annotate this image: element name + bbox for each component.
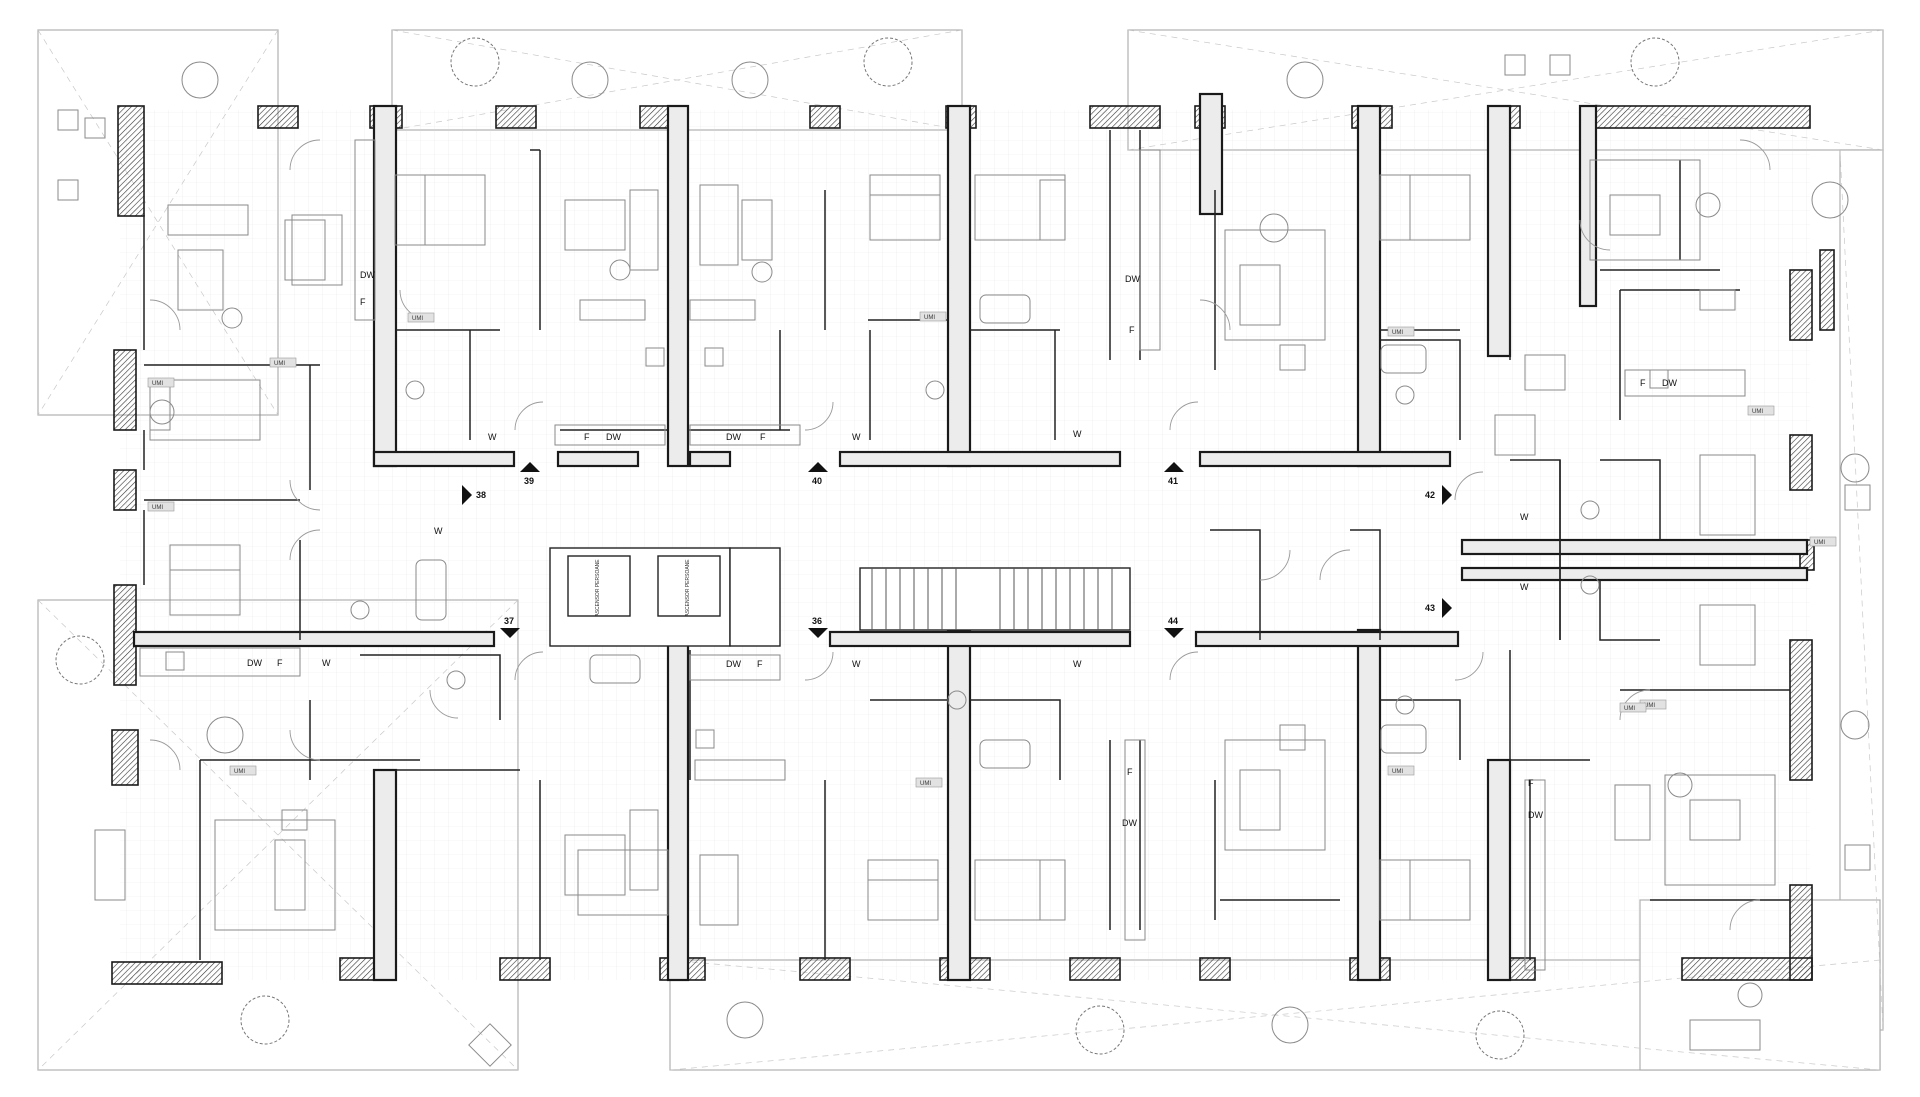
dishwasher-label: DW	[726, 659, 741, 669]
structural-walls	[132, 92, 1809, 982]
washer-label: W	[322, 658, 331, 668]
dishwasher-label: DW	[726, 432, 741, 442]
elevator-label: ASCENSOR PERSOANE	[685, 559, 691, 617]
entrance-label-41: 41	[1168, 476, 1178, 486]
furniture	[57, 54, 1871, 1067]
utility-label: UMI	[924, 315, 935, 321]
doors	[149, 139, 1771, 931]
fridge-label: F	[1129, 325, 1135, 335]
staircase	[859, 567, 1131, 631]
utility-label: UMI	[1392, 769, 1403, 775]
utility-label: UMI	[1644, 703, 1655, 709]
appliance-labels: DW F F DW DW F W W W DW F F DW W W W DW …	[247, 270, 1677, 828]
washer-label: W	[1073, 659, 1082, 669]
entrance-label-40: 40	[812, 476, 822, 486]
entrance-label-43: 43	[1425, 603, 1435, 613]
elevators: ASCENSOR PERSOANE ASCENSOR PERSOANE	[567, 555, 721, 617]
dishwasher-label: DW	[1122, 818, 1137, 828]
fridge-label: F	[757, 659, 763, 669]
dishwasher-label: DW	[360, 270, 375, 280]
fridge-label: F	[360, 297, 366, 307]
washer-label: W	[1520, 512, 1529, 522]
utility-label: UMI	[152, 505, 163, 511]
washer-label: W	[1520, 582, 1529, 592]
entrance-label-38: 38	[476, 490, 486, 500]
fridge-label: F	[760, 432, 766, 442]
utility-label: UMI	[1814, 540, 1825, 546]
dishwasher-label: DW	[247, 658, 262, 668]
utility-label: UMI	[152, 381, 163, 387]
utility-label: UMI	[1752, 409, 1763, 415]
dishwasher-label: DW	[1125, 274, 1140, 284]
entrance-label-44: 44	[1168, 616, 1178, 626]
fridge-label: F	[277, 658, 283, 668]
washer-label: W	[488, 432, 497, 442]
tree-icon	[55, 37, 1680, 1060]
entrance-label-39: 39	[524, 476, 534, 486]
fridge-label: F	[1640, 378, 1646, 388]
utility-label: UMI	[1392, 330, 1403, 336]
utility-label: UMI	[920, 781, 931, 787]
utility-label: UMI	[412, 316, 423, 322]
utility-label: UMI	[1624, 706, 1635, 712]
dishwasher-label: DW	[606, 432, 621, 442]
fridge-label: F	[1127, 767, 1133, 777]
washer-label: W	[852, 659, 861, 669]
fridge-label: F	[584, 432, 590, 442]
entrance-label-37: 37	[504, 616, 514, 626]
entrance-markers: 39 40 41 38 42 43 37 36 44	[462, 462, 1452, 638]
entrance-label-36: 36	[812, 616, 822, 626]
elevator-label: ASCENSOR PERSOANE	[595, 559, 601, 617]
washer-label: W	[434, 526, 443, 536]
utility-boxes: UMI UMI UMI UMI UMI UMI UMI UMI UMI UMI …	[147, 311, 1837, 788]
entrance-label-42: 42	[1425, 490, 1435, 500]
utility-label: UMI	[274, 361, 285, 367]
dishwasher-label: DW	[1528, 810, 1543, 820]
washer-label: W	[1073, 429, 1082, 439]
washer-label: W	[852, 432, 861, 442]
utility-label: UMI	[234, 769, 245, 775]
dishwasher-label: DW	[1662, 378, 1677, 388]
fridge-label: F	[1528, 778, 1534, 788]
